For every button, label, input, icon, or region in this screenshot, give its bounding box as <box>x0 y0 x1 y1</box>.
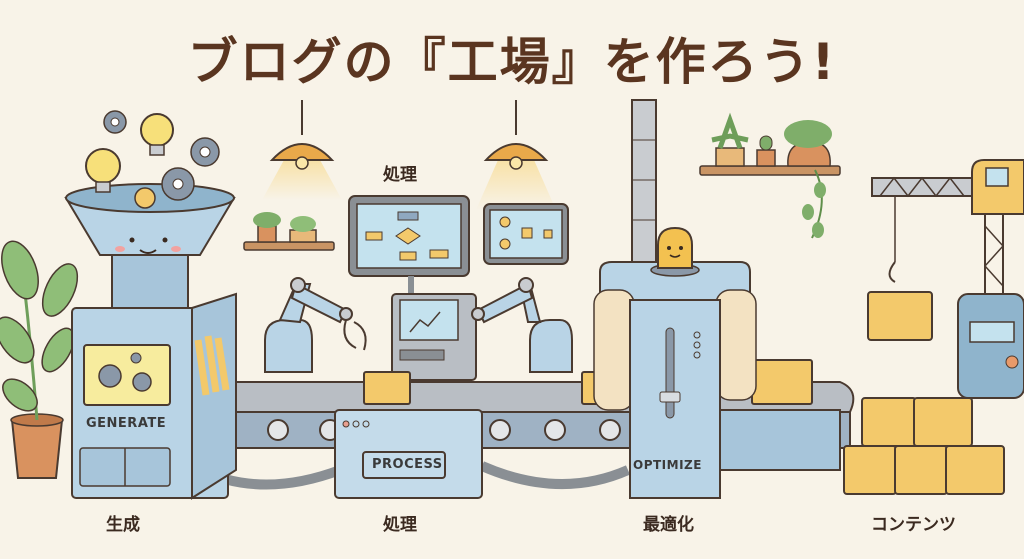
robot-arm-right <box>471 277 573 373</box>
robot-arm-left <box>264 277 367 373</box>
process-monitors <box>348 195 569 381</box>
ceiling-lamp-right-icon <box>476 100 556 210</box>
plant-shelf-right-icon <box>699 112 841 239</box>
optimize-machine <box>593 226 841 499</box>
lightbulb-icon <box>85 113 174 193</box>
process-screen-heading: 処理 <box>383 165 417 185</box>
caption-generate: 生成 <box>106 515 140 535</box>
chimney-pipe <box>631 99 657 271</box>
optimize-machine-label: OPTIMIZE <box>633 458 702 472</box>
generate-machine <box>64 110 237 500</box>
page-title: ブログの『工場』を作ろう! <box>187 33 837 91</box>
generate-machine-label: GENERATE <box>86 416 167 431</box>
crane-icon <box>867 159 1024 399</box>
potted-plant-icon <box>0 240 79 479</box>
caption-process: 処理 <box>383 515 417 535</box>
caption-content: コンテンツ <box>871 515 956 535</box>
content-boxes-stack <box>843 397 1005 495</box>
process-machine-label: PROCESS <box>372 457 443 472</box>
ceiling-lamp-left-icon <box>262 100 342 200</box>
hose-right <box>480 461 631 490</box>
plant-shelf-left-icon <box>243 212 335 251</box>
process-machine <box>334 409 483 499</box>
caption-optimize: 最適化 <box>643 515 694 535</box>
